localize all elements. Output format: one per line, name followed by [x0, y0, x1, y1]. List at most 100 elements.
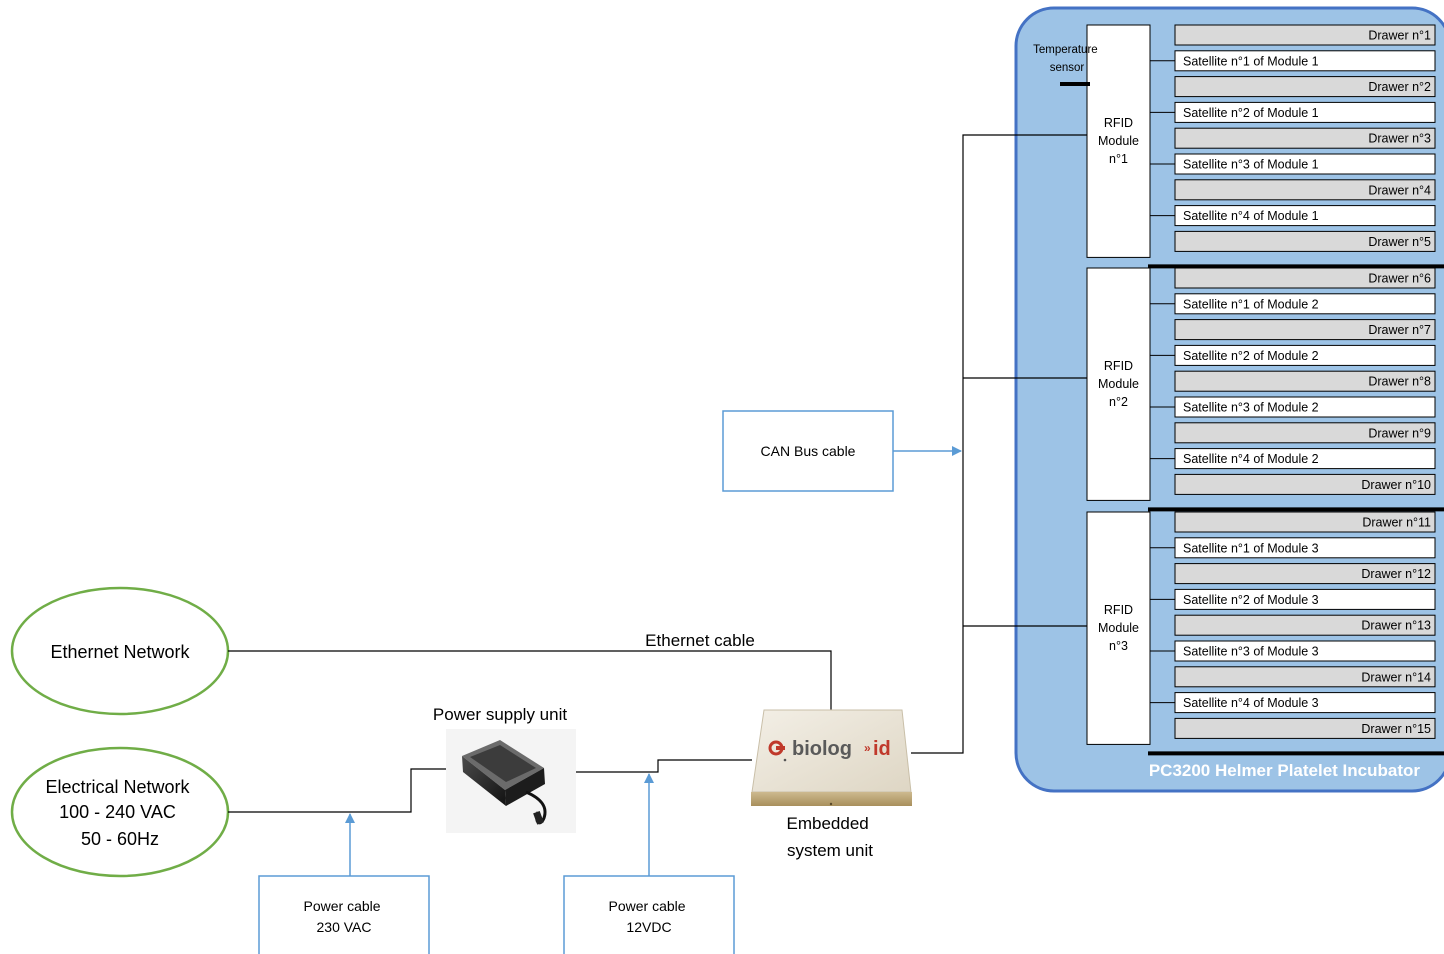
drawer-label: Drawer n°5	[1368, 235, 1431, 249]
rfid-module-label-line: n°3	[1109, 639, 1128, 653]
power-cable-12-callout-label: Power cable 12VDC	[609, 898, 690, 935]
drawer-box	[1174, 717, 1436, 739]
satellite-box	[1174, 293, 1436, 315]
rfid-module-label-line: RFID	[1104, 116, 1133, 130]
rfid-module-label-line: RFID	[1104, 359, 1133, 373]
satellite-label: Satellite n°4 of Module 1	[1183, 209, 1319, 223]
drawer-label: Drawer n°14	[1361, 670, 1431, 684]
power-cable-230-callout	[258, 875, 430, 954]
biologid-logo: biolog » id	[768, 738, 891, 760]
drawer-box	[1174, 127, 1436, 149]
satellite-label: Satellite n°2 of Module 2	[1183, 349, 1319, 363]
rfid-module-label-line: n°2	[1109, 395, 1128, 409]
satellite-box	[1174, 205, 1436, 227]
can-bus-callout	[722, 410, 894, 492]
ethernet-link: Ethernet Network Ethernet cable	[10, 586, 832, 716]
electrical-network-line: 100 - 240 VAC	[59, 802, 176, 822]
satellite-label: Satellite n°3 of Module 2	[1183, 401, 1319, 415]
power-cable-12-line-text: Power cable	[609, 898, 686, 914]
satellite-label: Satellite n°3 of Module 1	[1183, 158, 1319, 172]
rfid-module-label: RFID Module n°2	[1098, 359, 1139, 409]
drawer-box	[1174, 230, 1436, 252]
temperature-sensor: Temperature sensor	[1033, 44, 1098, 86]
drawer-box	[1174, 563, 1436, 585]
drawer-label: Drawer n°6	[1368, 272, 1431, 286]
satellite-label: Satellite n°3 of Module 3	[1183, 645, 1319, 659]
drawer-label: Drawer n°1	[1368, 29, 1431, 43]
power-chain: Electrical Network 100 - 240 VAC 50 - 60…	[10, 705, 752, 954]
drawer-label: Drawer n°3	[1368, 132, 1431, 146]
rfid-module-box	[1086, 511, 1151, 745]
satellite-label: Satellite n°2 of Module 1	[1183, 106, 1319, 120]
svg-text:»: »	[864, 741, 871, 755]
satellite-box	[1174, 448, 1436, 470]
biologid-logo-left: biolog	[792, 738, 852, 760]
drawer-label: Drawer n°10	[1361, 478, 1431, 492]
drawer-label: Drawer n°7	[1368, 323, 1431, 337]
drawer-label: Drawer n°4	[1368, 183, 1431, 197]
drawer-box	[1174, 24, 1436, 46]
satellite-box	[1174, 50, 1436, 72]
power-supply-title: Power supply unit	[433, 705, 567, 724]
power-cable-230-callout-label: Power cable 230 VAC	[304, 898, 385, 935]
drawer-label: Drawer n°9	[1368, 426, 1431, 440]
satellite-label: Satellite n°1 of Module 1	[1183, 54, 1319, 68]
satellite-box	[1174, 153, 1436, 175]
satellite-label: Satellite n°1 of Module 3	[1183, 541, 1319, 555]
rfid-module-label-line: Module	[1098, 621, 1139, 635]
satellite-box	[1174, 588, 1436, 610]
biologid-logo-right: id	[873, 738, 891, 760]
rfid-module-label-line: Module	[1098, 377, 1139, 391]
power-cable-230-line-text: 230 VAC	[317, 919, 372, 935]
satellite-label: Satellite n°4 of Module 2	[1183, 452, 1319, 466]
drawer-box	[1174, 76, 1436, 98]
satellite-box	[1174, 396, 1436, 418]
embedded-system-unit: biolog » id Embedded system unit	[751, 709, 912, 860]
ethernet-cable	[228, 650, 832, 710]
satellite-label: Satellite n°2 of Module 3	[1183, 593, 1319, 607]
embedded-system-title-line: Embedded	[787, 814, 869, 833]
rfid-module-label-line: RFID	[1104, 603, 1133, 617]
power-cable-12-callout	[563, 875, 735, 954]
embedded-system-title: Embedded system unit	[787, 814, 874, 860]
power-cable-12-line-text: 12VDC	[626, 919, 671, 935]
drawer-box	[1174, 511, 1436, 533]
drawer-box	[1174, 267, 1436, 289]
drawer-box	[1174, 614, 1436, 636]
satellite-box	[1174, 101, 1436, 123]
electrical-network-line: 50 - 60Hz	[81, 829, 159, 849]
can-bus-cable	[911, 134, 1087, 754]
ethernet-cable-label: Ethernet cable	[645, 631, 755, 650]
power-supply-unit-image	[446, 729, 576, 833]
drawer-label: Drawer n°11	[1362, 516, 1431, 530]
rfid-module-box	[1086, 24, 1151, 258]
drawer-label: Drawer n°13	[1361, 619, 1431, 633]
drawer-box	[1174, 666, 1436, 688]
power-cable-230-line-text: Power cable	[304, 898, 381, 914]
drawer-label: Drawer n°8	[1368, 375, 1431, 389]
rfid-module-label-line: n°1	[1109, 152, 1128, 166]
power-cable-230-line	[228, 768, 446, 813]
rfid-module-label: RFID Module n°1	[1098, 116, 1139, 166]
satellite-box	[1174, 640, 1436, 662]
incubator-title: PC3200 Helmer Platelet Incubator	[1149, 761, 1421, 780]
drawer-box	[1174, 179, 1436, 201]
embedded-system-title-line: system unit	[787, 841, 873, 860]
drawer-box	[1174, 422, 1436, 444]
satellite-label: Satellite n°1 of Module 2	[1183, 297, 1319, 311]
drawer-label: Drawer n°12	[1361, 567, 1431, 581]
rfid-module-label: RFID Module n°3	[1098, 603, 1139, 653]
satellite-label: Satellite n°4 of Module 3	[1183, 696, 1319, 710]
satellite-box	[1174, 344, 1436, 366]
ethernet-network-label: Ethernet Network	[50, 642, 190, 662]
incubator-panel: PC3200 Helmer Platelet Incubator RFID Mod…	[1014, 6, 1444, 793]
rfid-module-label-line: Module	[1098, 134, 1139, 148]
satellite-box	[1174, 537, 1436, 559]
satellite-box	[1174, 692, 1436, 714]
electrical-network-label: Electrical Network 100 - 240 VAC 50 - 60…	[45, 777, 194, 849]
